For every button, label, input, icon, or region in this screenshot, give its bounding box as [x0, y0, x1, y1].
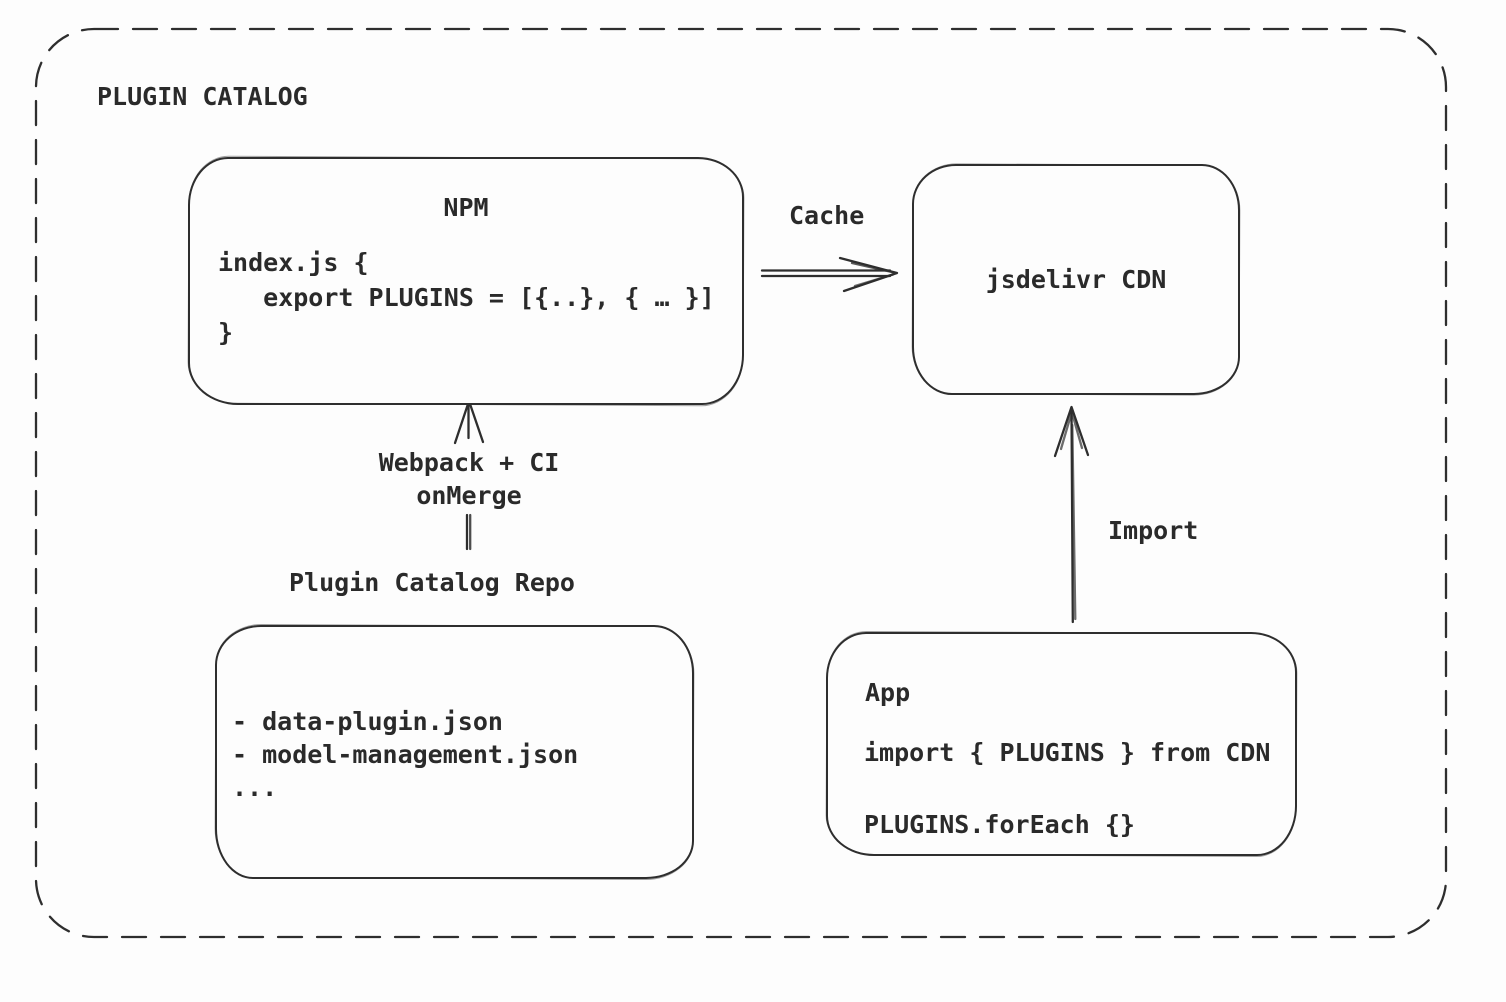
diagram-title: PLUGIN CATALOG: [97, 82, 308, 111]
app-box: App import { PLUGINS } from CDN PLUGINS.…: [826, 632, 1297, 856]
cache-arrow-label: Cache: [789, 201, 865, 230]
cdn-box: jsdelivr CDN: [912, 164, 1240, 395]
merge-arrow-label: Webpack + CI onMerge: [378, 448, 560, 510]
import-arrow-label: Import: [1108, 516, 1199, 545]
import-arrow: [1053, 405, 1090, 624]
repo-file-list: - data-plugin.json - model-management.js…: [232, 707, 579, 802]
repo-box: - data-plugin.json - model-management.js…: [215, 625, 694, 879]
cdn-box-title: jsdelivr CDN: [985, 265, 1167, 294]
npm-box: NPM index.js { export PLUGINS = [{..}, {…: [188, 157, 744, 405]
cache-arrow: [760, 256, 899, 293]
app-import-line: import { PLUGINS } from CDN: [864, 738, 1271, 767]
repo-box-label: Plugin Catalog Repo: [289, 568, 575, 597]
app-box-title: App: [865, 678, 911, 707]
npm-code-block: index.js { export PLUGINS = [{..}, { … }…: [218, 248, 715, 347]
app-foreach-line: PLUGINS.forEach {}: [864, 810, 1135, 839]
npm-box-title: NPM: [443, 193, 489, 222]
